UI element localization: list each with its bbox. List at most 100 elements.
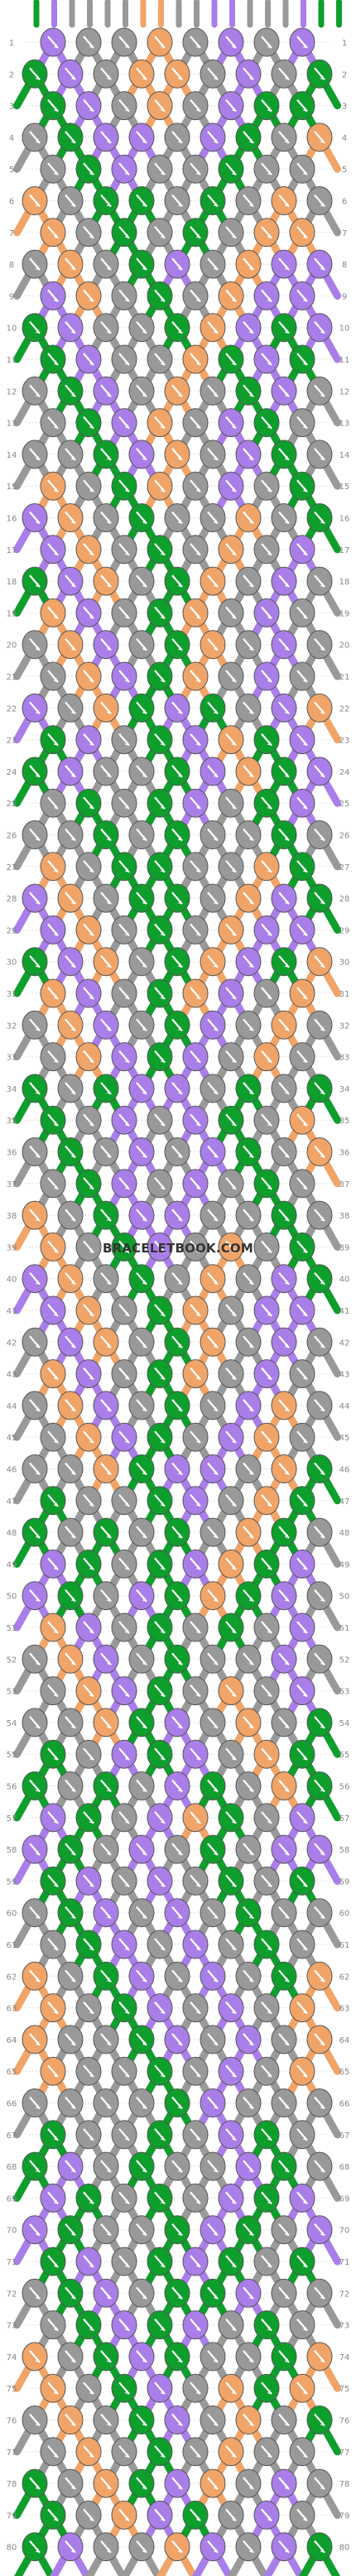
knot: [75, 2437, 102, 2467]
row-number-right: 29: [339, 926, 350, 935]
knot: [200, 1898, 226, 1928]
knot: [271, 693, 297, 723]
knot: [289, 1549, 315, 1579]
knot: [289, 598, 315, 627]
knot: [75, 915, 102, 944]
knot: [57, 1581, 84, 1611]
knot: [182, 1359, 209, 1389]
knot: [306, 820, 333, 849]
knot: [22, 566, 48, 596]
knot: [147, 1105, 173, 1135]
knot: [128, 757, 155, 786]
knot: [164, 693, 190, 723]
knot: [289, 788, 315, 818]
knot: [235, 1517, 262, 1547]
row-number-right: 42: [339, 1338, 350, 1348]
knot: [289, 1232, 315, 1262]
knot: [40, 27, 66, 57]
knot: [22, 376, 48, 406]
knot: [75, 1612, 102, 1642]
knot: [289, 1042, 315, 1072]
row-number-right: 17: [339, 546, 350, 555]
row-number-right: 67: [339, 2131, 350, 2141]
knot: [57, 440, 84, 469]
knot: [306, 2532, 333, 2562]
row-number-left: 46: [7, 1466, 17, 1475]
knot: [164, 1644, 190, 1674]
knot: [235, 376, 262, 406]
knot: [147, 2310, 173, 2340]
knot: [235, 1771, 262, 1800]
row-number-left: 51: [7, 1624, 17, 1633]
row-number-left: 17: [7, 546, 17, 555]
row-number-right: 3: [342, 103, 347, 112]
knot: [253, 27, 280, 57]
knot: [182, 1486, 209, 1516]
knot: [253, 1486, 280, 1516]
knot: [75, 27, 102, 57]
knot: [128, 249, 155, 279]
row-number-left: 20: [7, 642, 17, 651]
knot: [111, 1866, 137, 1896]
knot: [200, 59, 226, 89]
knot: [147, 1422, 173, 1452]
row-number-right: 50: [339, 1593, 350, 1602]
knot: [182, 2120, 209, 2150]
knot: [40, 1042, 66, 1072]
knot: [40, 1866, 66, 1896]
knot: [111, 1295, 137, 1325]
knot: [235, 820, 262, 849]
row-number-right: 7: [342, 229, 347, 238]
knot: [57, 376, 84, 406]
knot: [235, 186, 262, 215]
row-number-left: 61: [7, 1941, 17, 1950]
knot: [235, 1708, 262, 1737]
knot: [22, 1708, 48, 1737]
knot: [306, 186, 333, 215]
knot: [128, 2532, 155, 2562]
knot: [306, 1010, 333, 1040]
row-number-right: 22: [339, 704, 350, 714]
knot: [22, 2278, 48, 2308]
knot: [289, 2247, 315, 2276]
row-number-right: 16: [339, 515, 350, 524]
knot: [22, 2532, 48, 2562]
knot: [93, 440, 119, 469]
knot: [164, 2215, 190, 2245]
knot: [253, 91, 280, 121]
knot: [253, 598, 280, 627]
knot: [75, 1169, 102, 1199]
knot: [218, 2373, 244, 2403]
knot: [128, 1074, 155, 1103]
row-number-right: 45: [339, 1434, 350, 1443]
knot: [218, 2437, 244, 2467]
knot: [128, 1834, 155, 1864]
row-number-right: 41: [339, 1307, 350, 1316]
knot: [40, 915, 66, 944]
knot: [182, 978, 209, 1008]
knot: [128, 820, 155, 849]
knot: [200, 123, 226, 152]
knot: [218, 344, 244, 374]
row-number-left: 44: [7, 1402, 17, 1411]
knot: [306, 2468, 333, 2498]
knot: [57, 1644, 84, 1674]
knot: [289, 344, 315, 374]
knot: [111, 978, 137, 1008]
knot: [182, 1422, 209, 1452]
knot: [271, 1834, 297, 1864]
knot: [40, 2056, 66, 2086]
row-number-right: 19: [339, 609, 350, 618]
knot: [147, 2183, 173, 2213]
row-number-left: 37: [7, 1180, 17, 1189]
knot: [164, 883, 190, 913]
knot: [164, 1200, 190, 1230]
knot: [147, 1042, 173, 1072]
knot: [235, 883, 262, 913]
knot: [40, 91, 66, 121]
row-number-left: 36: [7, 1149, 17, 1158]
knot: [182, 1676, 209, 1706]
row-number-left: 21: [7, 673, 17, 682]
knot: [128, 2342, 155, 2372]
